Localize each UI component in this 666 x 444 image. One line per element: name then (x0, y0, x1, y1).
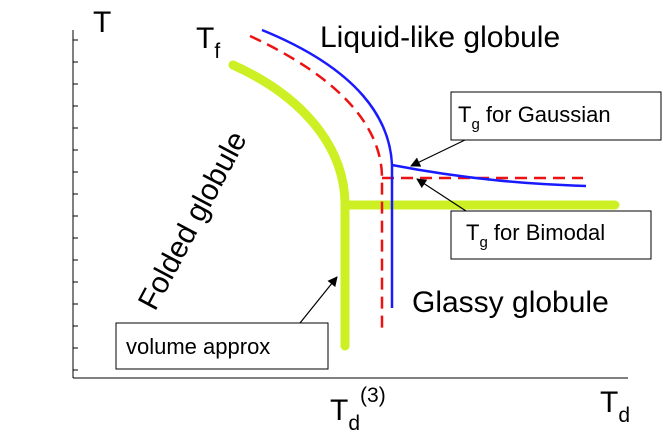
bimodal-curve (249, 34, 583, 328)
gaussian-curve (261, 28, 587, 308)
y-axis-label: T (93, 6, 111, 39)
gaussian-callout-text: Tg for Gaussian (458, 102, 611, 133)
gaussian-callout-box (450, 91, 662, 141)
bimodal-callout-box (450, 210, 652, 260)
volume-callout-text: volume approx (126, 334, 270, 359)
gaussian-callout-arrow (410, 139, 466, 167)
folded-globule-label: Folded globule (132, 126, 254, 315)
bimodal-callout-arrow (416, 178, 467, 212)
x-axis-label: Td (600, 386, 630, 427)
tf-label: Tf (196, 22, 220, 63)
y-axis-ticks (73, 39, 78, 371)
liquid-globule-label: Liquid-like globule (320, 21, 560, 54)
td3-axis-mark: Td(3) (330, 384, 386, 435)
bimodal-callout-text: Tg for Bimodal (466, 220, 605, 251)
volume-callout-box (115, 322, 329, 370)
volume-callout-arrow (299, 276, 338, 324)
glassy-globule-label: Glassy globule (412, 286, 609, 319)
volume-approx-curve (228, 60, 620, 351)
